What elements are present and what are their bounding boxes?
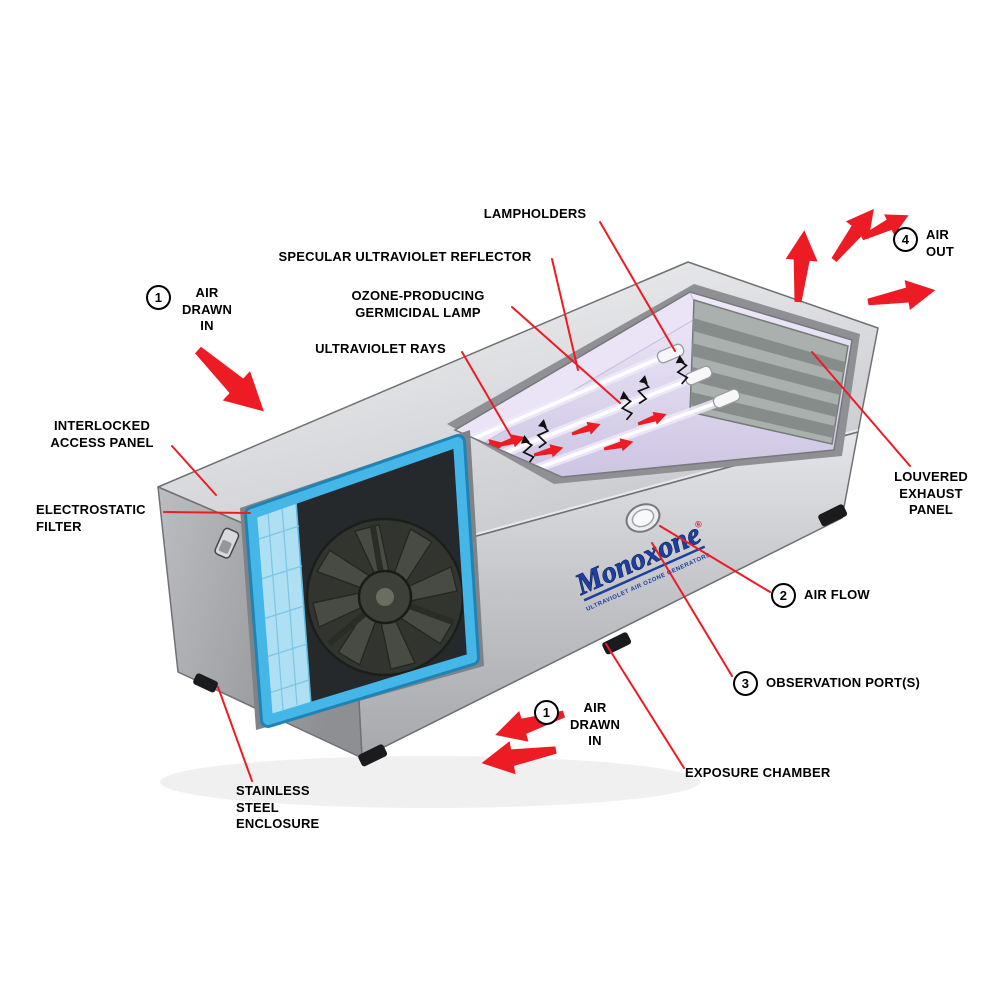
callout-air-drawn-in-bottom: 1 AIR DRAWN IN (534, 700, 623, 750)
callout-air-flow: 2 AIR FLOW (771, 583, 870, 608)
ozone-producing-germicidal-lamp (487, 365, 713, 463)
foot (358, 744, 388, 767)
leader-enclosure (217, 686, 253, 782)
callout-air-drawn-in-top-label: AIR DRAWN IN (181, 285, 233, 334)
callout-air-drawn-in-top: 1 AIR DRAWN IN (146, 285, 235, 335)
step-circle-1-top: 1 (146, 285, 171, 310)
leader-access-panel (171, 445, 217, 496)
callout-reflector-label: SPECULAR ULTRAVIOLET REFLECTOR (278, 249, 532, 264)
callout-germicidal-lamp: OZONE-PRODUCING GERMICIDAL LAMP (318, 288, 518, 321)
louver-slat (692, 343, 842, 395)
filter-frame-inner (247, 437, 477, 725)
access-panel-latch (214, 527, 240, 559)
leader-reflector (551, 258, 579, 371)
callout-access-panel-label: INTERLOCKED ACCESS PANEL (50, 418, 154, 450)
callout-observation-ports-label: OBSERVATION PORT(S) (766, 675, 921, 691)
leader-germicidal-lamp (511, 306, 621, 404)
ozone-producing-germicidal-lamp (511, 388, 741, 477)
leader-exhaust-panel (811, 351, 911, 467)
leader-electrostatic-filter (163, 511, 251, 514)
callout-lampholders: LAMPHOLDERS (415, 206, 655, 223)
louver-slat (693, 318, 845, 373)
ozone-producing-germicidal-lamp (465, 343, 685, 445)
leader-exposure-chamber (605, 643, 685, 769)
step-circle-1-bottom: 1 (534, 700, 559, 725)
leader-lampholders (599, 221, 676, 352)
callout-electrostatic-filter-label: ELECTROSTATIC FILTER (36, 502, 146, 534)
callout-exhaust-panel: LOUVERED EXHAUST PANEL (875, 469, 987, 519)
exposure-chamber-opening (447, 284, 860, 484)
callout-exposure-chamber-label: EXPOSURE CHAMBER (685, 765, 831, 780)
foot (193, 673, 219, 693)
callout-germicidal-lamp-label: OZONE-PRODUCING GERMICIDAL LAMP (351, 288, 485, 320)
callout-air-drawn-in-bottom-label: AIR DRAWN IN (569, 700, 621, 749)
callout-air-out: 4 AIR OUT (893, 227, 954, 260)
leader-lines (163, 221, 911, 782)
uv-lamps (465, 343, 741, 477)
callout-uv-rays-label: ULTRAVIOLET RAYS (315, 341, 446, 356)
callout-reflector: SPECULAR ULTRAVIOLET REFLECTOR (250, 249, 560, 266)
blower-fan (305, 517, 465, 677)
callout-observation-ports: 3 OBSERVATION PORT(S) (733, 671, 920, 696)
ground-shadow (160, 756, 700, 808)
observation-port-graphic (625, 503, 661, 533)
leader-uv-rays (461, 351, 516, 444)
lampholder (656, 343, 685, 364)
callout-air-flow-label: AIR FLOW (804, 587, 870, 603)
lampholder (712, 388, 741, 409)
feet (193, 504, 848, 767)
leader-air-flow (659, 525, 771, 593)
step-circle-2: 2 (771, 583, 796, 608)
callout-air-out-label: AIR OUT (926, 227, 955, 259)
callout-enclosure: STAINLESS STEEL ENCLOSURE (236, 783, 356, 833)
callout-lampholders-label: LAMPHOLDERS (483, 206, 587, 221)
callout-exhaust-panel-label: LOUVERED EXHAUST PANEL (894, 469, 968, 518)
louver-slat (691, 367, 838, 417)
air-out-arrow-4 (865, 275, 939, 317)
leader-observation-port (651, 542, 733, 677)
callout-uv-rays: ULTRAVIOLET RAYS (298, 341, 463, 358)
callout-enclosure-label: STAINLESS STEEL ENCLOSURE (236, 783, 320, 832)
logo-underline (583, 545, 706, 602)
air-out-arrow-1 (782, 228, 821, 304)
step-circle-4: 4 (893, 227, 918, 252)
air-in-arrow-top (184, 335, 278, 427)
registered-mark: ® (693, 518, 703, 530)
filter-blower-cutaway (240, 430, 484, 730)
opening-edge (453, 291, 853, 478)
foot (818, 504, 848, 527)
callout-access-panel: INTERLOCKED ACCESS PANEL (28, 418, 176, 451)
lampholder (684, 365, 713, 386)
step-circle-3: 3 (733, 671, 758, 696)
callout-exposure-chamber: EXPOSURE CHAMBER (685, 765, 831, 782)
callout-electrostatic-filter: ELECTROSTATIC FILTER (36, 502, 166, 535)
louvered-exhaust-panel-graphic (689, 299, 849, 445)
